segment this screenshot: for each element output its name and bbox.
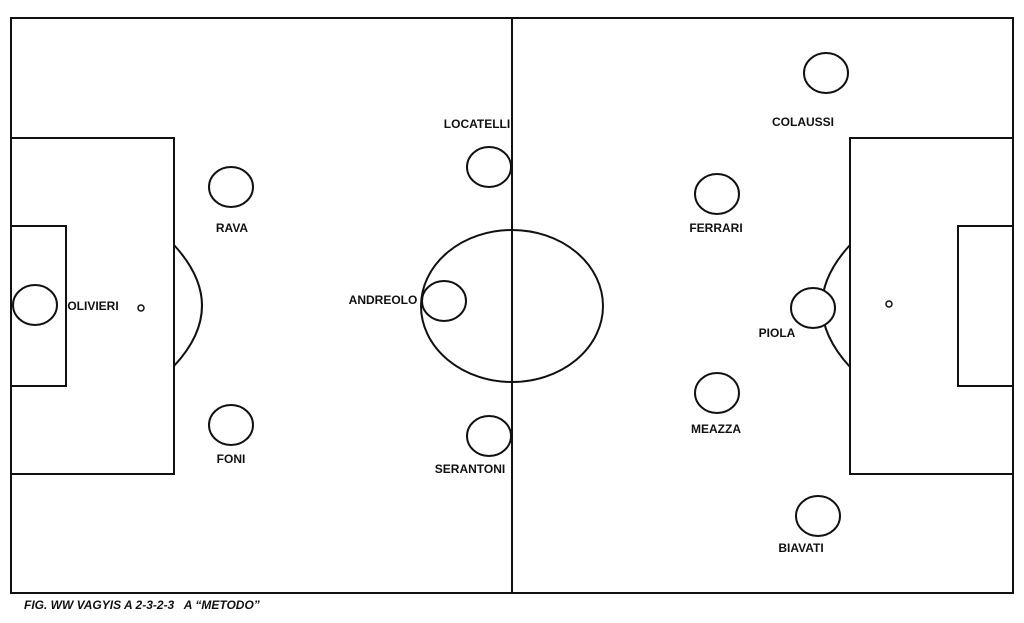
player-label: BIAVATI: [778, 541, 823, 555]
player-marker: [803, 52, 849, 94]
player-label: MEAZZA: [691, 422, 741, 436]
player-label: FERRARI: [689, 221, 742, 235]
player-label: RAVA: [216, 221, 249, 235]
player-label: LOCATELLI: [444, 117, 510, 131]
player-olivieri: OLIVIERI: [12, 284, 119, 326]
player-marker: [12, 284, 58, 326]
right-penalty-area: [849, 137, 1014, 475]
player-locatelli: LOCATELLI: [444, 117, 512, 188]
left-penalty-spot: [137, 304, 145, 312]
figure-caption: FIG. WW VAGYIS A 2-3-2-3 A “METODO”: [24, 598, 260, 612]
left-goal-area: [10, 225, 67, 387]
player-foni: FONI: [208, 404, 254, 466]
player-marker: [208, 166, 254, 208]
player-label: COLAUSSI: [772, 115, 834, 129]
player-marker: [795, 495, 841, 537]
player-marker: [694, 372, 740, 414]
player-ferrari: FERRARI: [689, 173, 743, 235]
player-marker: [790, 287, 836, 329]
right-penalty-spot: [885, 300, 893, 308]
player-label: PIOLA: [759, 326, 796, 340]
player-colaussi: COLAUSSI: [772, 52, 849, 129]
player-label: ANDREOLO: [349, 293, 418, 307]
player-marker: [421, 280, 467, 322]
player-serantoni: SERANTONI: [435, 415, 512, 476]
player-marker: [466, 415, 512, 457]
player-label: SERANTONI: [435, 462, 505, 476]
player-biavati: BIAVATI: [778, 495, 841, 555]
player-andreolo: ANDREOLO: [349, 280, 467, 322]
player-rava: RAVA: [208, 166, 254, 235]
player-marker: [208, 404, 254, 446]
player-piola: PIOLA: [759, 287, 836, 340]
player-marker: [694, 173, 740, 215]
player-label: FONI: [217, 452, 246, 466]
center-circle: [420, 229, 604, 383]
player-label: OLIVIERI: [67, 299, 118, 313]
left-penalty-arc: [173, 244, 203, 367]
right-goal-area: [957, 225, 1014, 387]
player-meazza: MEAZZA: [691, 372, 741, 436]
player-marker: [466, 146, 512, 188]
